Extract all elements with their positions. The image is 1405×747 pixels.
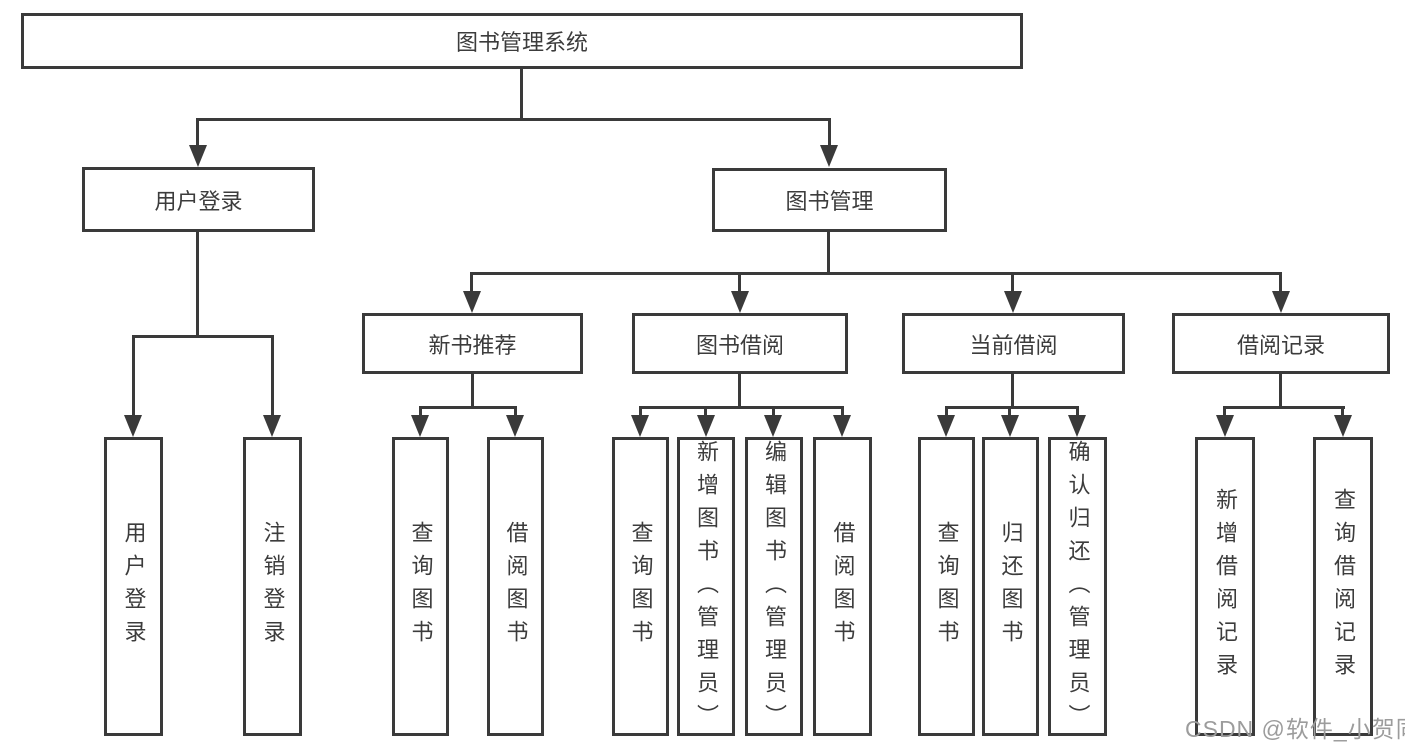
connector-newbook-stem (470, 272, 473, 294)
arrow-down-icon (263, 415, 281, 437)
leaf-add-borrow-record: 新增借阅记录 (1195, 437, 1255, 736)
node-root-label: 图书管理系统 (455, 30, 588, 55)
leaf-return-books: 归还图书 (982, 437, 1039, 736)
connector-bookborrow-down (738, 374, 741, 409)
arrow-down-icon (124, 415, 142, 437)
connector-root-bar (197, 118, 831, 121)
arrow-down-icon (833, 415, 851, 437)
connector-borrowrecords-down (1279, 374, 1282, 409)
node-user-login: 用户登录 (82, 167, 315, 232)
node-current-borrow-label: 当前借阅 (969, 332, 1058, 358)
csdn-watermark: CSDN @软件_小贺同学 (1185, 716, 1405, 742)
node-book-management: 图书管理 (712, 168, 947, 232)
arrow-down-icon (631, 415, 649, 437)
arrow-down-icon (1334, 415, 1352, 437)
node-book-borrow-label: 图书借阅 (695, 332, 784, 358)
leaf-add-book-admin: 新增图书（管理员） (677, 437, 735, 737)
connector-bookmgmt-down (827, 232, 830, 275)
leaf-query-borrow-record: 查询借阅记录 (1313, 437, 1373, 736)
arrow-down-icon (1216, 415, 1234, 437)
arrow-down-icon (506, 415, 524, 437)
connector-leaf-stem (1223, 406, 1226, 417)
connector-newbook-bar (419, 406, 517, 409)
connector-bookborrow-bar (639, 406, 844, 409)
leaf-confirm-return-admin: 确认归还（管理员） (1048, 437, 1107, 737)
connector-leaf-stem (639, 406, 642, 417)
connector-leaf-stem (1008, 406, 1011, 417)
arrow-down-icon (189, 145, 207, 167)
node-root: 图书管理系统 (21, 13, 1023, 69)
connector-level3-bar (470, 272, 1282, 275)
arrow-down-icon (1004, 291, 1022, 313)
connector-borrowrecords-stem (1279, 272, 1282, 294)
arrow-down-icon (1068, 415, 1086, 437)
node-new-book-recommend: 新书推荐 (362, 313, 583, 374)
leaf-borrow-books-2: 借阅图书 (813, 437, 872, 736)
connector-bookmgmt-stem (828, 118, 831, 150)
leaf-borrow-books-1: 借阅图书 (487, 437, 544, 736)
connector-leaf-stem (841, 406, 844, 417)
connector-leaf-stem (271, 335, 274, 417)
arrow-down-icon (764, 415, 782, 437)
connector-root-stem (520, 69, 523, 118)
node-borrow-records: 借阅记录 (1172, 313, 1390, 374)
arrow-down-icon (820, 145, 838, 167)
connector-leaf-stem (514, 406, 517, 417)
node-borrow-records-label: 借阅记录 (1236, 332, 1325, 358)
leaf-user-login: 用户登录 (104, 437, 163, 736)
connector-currentborrow-down (1011, 374, 1014, 409)
connector-currentborrow-bar (945, 406, 1079, 409)
connector-borrowrecords-bar (1223, 406, 1345, 409)
connector-leaf-stem (419, 406, 422, 417)
node-new-book-recommend-label: 新书推荐 (428, 332, 517, 358)
leaf-query-books-1: 查询图书 (392, 437, 449, 736)
arrow-down-icon (937, 415, 955, 437)
arrow-down-icon (731, 291, 749, 313)
node-book-borrow: 图书借阅 (632, 313, 848, 374)
connector-userlogin-stem (196, 118, 199, 150)
leaf-edit-book-admin: 编辑图书（管理员） (745, 437, 803, 737)
connector-leaf-stem (704, 406, 707, 417)
connector-bookborrow-stem (738, 272, 741, 294)
connector-leaf-stem (1076, 406, 1079, 417)
leaf-query-books-3: 查询图书 (918, 437, 975, 736)
connector-newbook-down (471, 374, 474, 409)
connector-leaf-stem (945, 406, 948, 417)
connector-userlogin-bar (132, 335, 273, 338)
connector-userlogin-down (196, 232, 199, 337)
arrow-down-icon (1272, 291, 1290, 313)
leaf-logout: 注销登录 (243, 437, 302, 736)
node-user-login-label: 用户登录 (154, 188, 243, 214)
leaf-query-books-2: 查询图书 (612, 437, 669, 736)
node-book-management-label: 图书管理 (785, 189, 874, 214)
arrow-down-icon (411, 415, 429, 437)
arrow-down-icon (463, 291, 481, 313)
arrow-down-icon (1001, 415, 1019, 437)
connector-leaf-stem (772, 406, 775, 417)
connector-currentborrow-stem (1011, 272, 1014, 294)
arrow-down-icon (697, 415, 715, 437)
node-current-borrow: 当前借阅 (902, 313, 1125, 374)
connector-leaf-stem (1341, 406, 1344, 417)
connector-leaf-stem (132, 335, 135, 417)
